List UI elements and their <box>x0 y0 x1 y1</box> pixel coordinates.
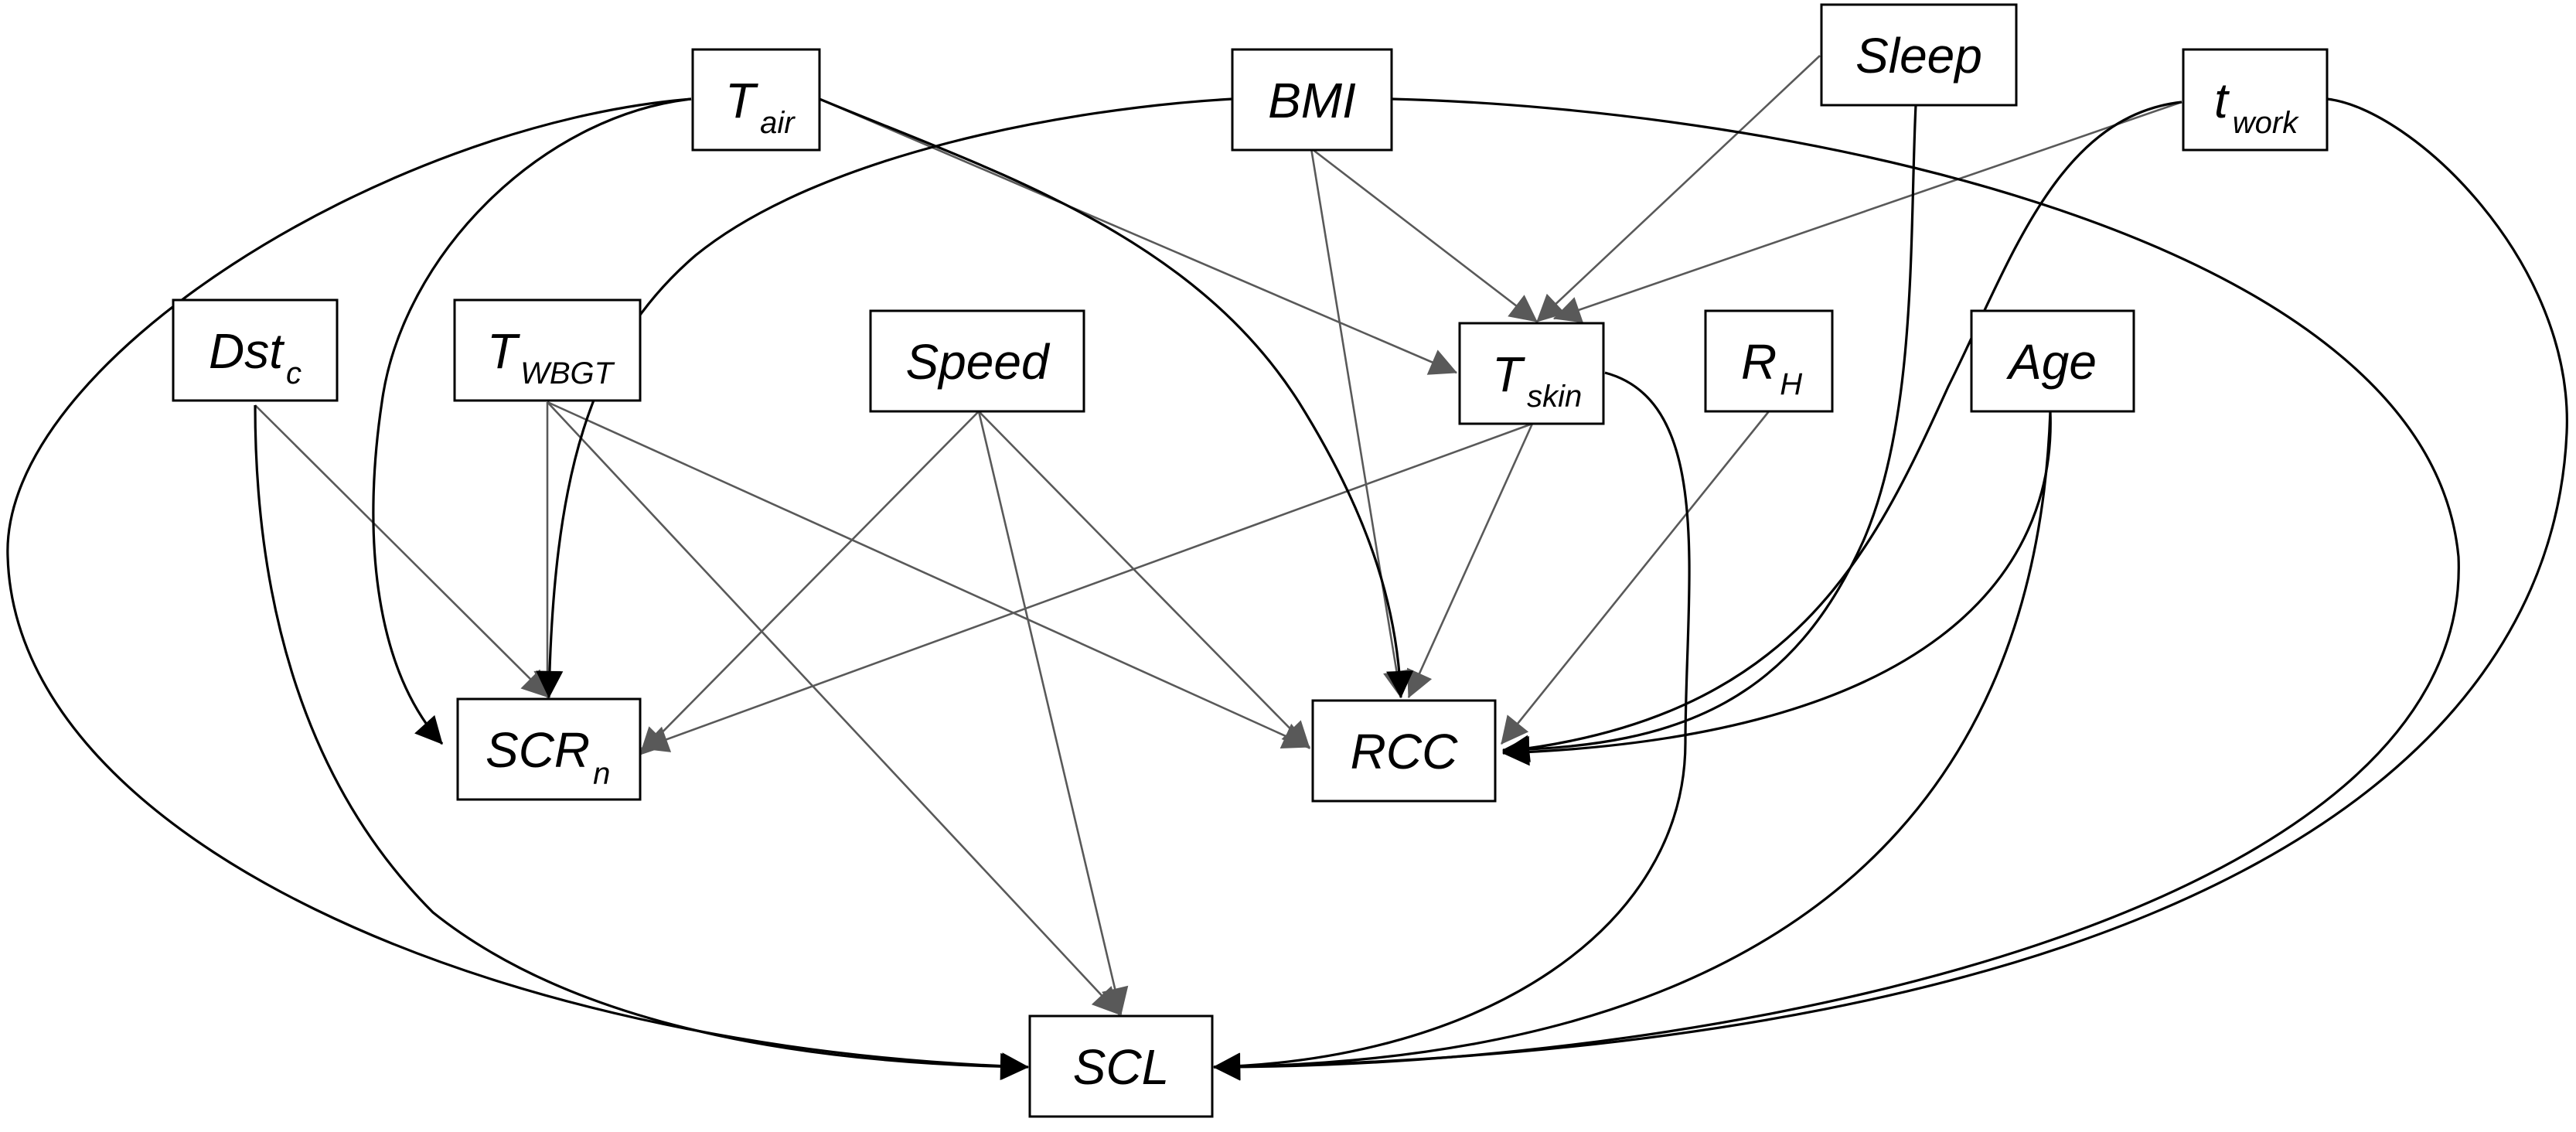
edge-tair-scrn <box>372 97 692 745</box>
svg-text:Sleep: Sleep <box>1855 28 1982 84</box>
svg-text:Speed: Speed <box>905 334 1050 390</box>
svg-text:RH: RH <box>1741 334 1802 401</box>
edge-twork-scl <box>1212 97 2568 1081</box>
edge-twbgt-scl <box>547 401 1120 1015</box>
edge-speed-scl <box>977 411 1129 1016</box>
edge-dstc-scl <box>254 404 1028 1081</box>
edge-age-rcc <box>1501 411 2052 766</box>
edge-speed-rcc <box>978 411 1310 749</box>
node-speed: Speed <box>869 309 1085 413</box>
edge-tskin-scrn <box>640 422 1533 752</box>
node-scl: SCL <box>1028 1014 1214 1118</box>
edge-tair-rcc <box>819 97 1414 699</box>
edge-sleep-tskin <box>1536 55 1821 322</box>
node-bmi: BMI <box>1231 48 1393 152</box>
edge-speed-scrn <box>639 411 980 755</box>
svg-text:BMI: BMI <box>1268 73 1356 128</box>
edge-twork-tskin <box>1552 101 2182 323</box>
edge-twork-rcc <box>1501 101 2182 762</box>
edge-bmi-scl <box>1212 97 2460 1081</box>
edge-tskin-rcc <box>1407 423 1534 699</box>
svg-text:RCC: RCC <box>1351 724 1458 779</box>
edge-age-scl <box>1212 411 2052 1081</box>
node-age: Age <box>1970 309 2135 413</box>
node-sleep: Sleep <box>1820 3 2018 107</box>
node-rcc: RCC <box>1311 699 1497 803</box>
edge-bmi-rcc <box>1310 148 1410 699</box>
edge-tskin-scl <box>1212 371 1691 1080</box>
edge-bmi-scrn <box>536 97 1233 699</box>
edges <box>6 55 2568 1081</box>
edge-tair-tskin <box>819 97 1458 375</box>
svg-text:Age: Age <box>2005 334 2097 390</box>
edge-dstc-scrn <box>254 404 550 698</box>
edge-bmi-tskin <box>1310 147 1538 323</box>
edge-twbgt-rcc <box>547 401 1311 748</box>
svg-text:SCL: SCL <box>1073 1039 1170 1095</box>
edge-rh-rcc <box>1500 411 1770 745</box>
edge-tair-scl <box>6 97 1030 1080</box>
edge-sleep-rcc <box>1501 104 1917 764</box>
